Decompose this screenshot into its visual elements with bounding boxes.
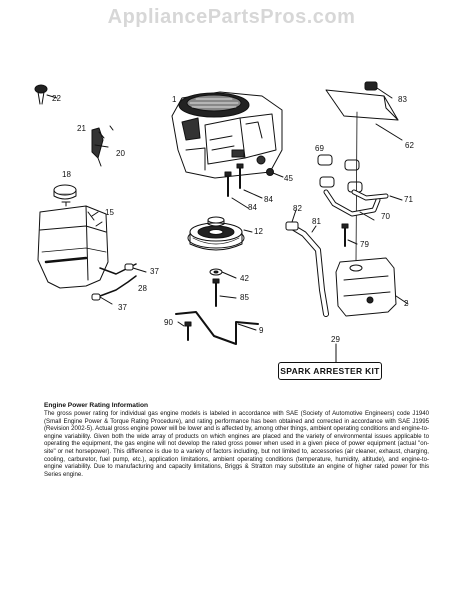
part-81-exhaust-pipe [285,209,329,317]
callout-20: 20 [116,149,125,158]
callout-22: 22 [52,94,61,103]
part-18-fuel-cap [53,184,77,200]
part-2-muffler [335,257,409,317]
part-69-clamps [317,154,363,193]
part-9-rod [175,311,259,345]
callout-2: 2 [404,299,409,308]
callout-70: 70 [381,212,390,221]
callout-29: 29 [331,335,340,344]
engine-power-rating-info: Engine Power Rating Information The gros… [44,402,429,478]
callout-37a: 37 [150,267,159,276]
callout-81: 81 [312,217,321,226]
callout-42: 42 [240,274,249,283]
callout-82: 82 [293,204,302,213]
callout-21: 21 [77,124,86,133]
callout-37b: 37 [118,303,127,312]
part-15-fuel-tank [37,201,109,289]
callout-90: 90 [164,318,173,327]
callout-83: 83 [398,95,407,104]
part-22-dipstick-cap [34,84,58,105]
part-79-bolt [341,223,358,247]
info-title: Engine Power Rating Information [44,402,149,409]
part-70-exhaust-pipe [323,189,403,221]
part-90-bolt [177,321,192,341]
part-62-heat-shield [325,89,403,263]
part-42-washer [209,268,237,279]
callout-45: 45 [284,174,293,183]
callout-9: 9 [259,326,264,335]
part-45-fitting [266,168,284,178]
spark-arrester-kit-box: SPARK ARRESTER KIT [278,362,382,380]
part-12-pulley [187,216,253,251]
callout-69: 69 [315,144,324,153]
callout-1: 1 [172,95,177,104]
part-20-bracket [91,125,114,167]
callout-84a: 84 [264,195,273,204]
watermark-text: AppliancePartsPros.com [107,6,356,28]
callout-62: 62 [405,141,414,150]
part-84-bolts [224,163,263,209]
part-28-fuel-hose [91,263,147,305]
callout-71: 71 [404,195,413,204]
callout-85: 85 [240,293,249,302]
callout-12: 12 [254,227,263,236]
callout-15: 15 [105,208,114,217]
callout-28: 28 [138,284,147,293]
part-1-engine [171,91,283,179]
callout-79: 79 [360,240,369,249]
callout-84b: 84 [248,203,257,212]
spark-arrester-kit-label: SPARK ARRESTER KIT [280,366,380,376]
part-85-bolt [212,278,237,307]
part-83-cap [364,81,393,99]
callout-18: 18 [62,170,71,179]
info-body: The gross power rating for individual ga… [44,410,429,478]
